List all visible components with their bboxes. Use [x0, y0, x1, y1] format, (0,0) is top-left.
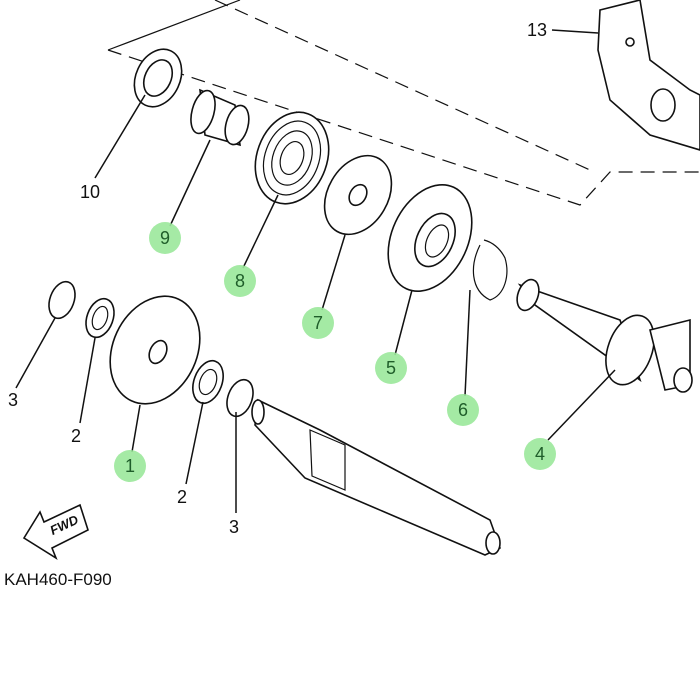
callout-13: 13: [527, 20, 547, 40]
callout-9: 9: [160, 228, 170, 248]
part-13-lever: [597, 0, 700, 151]
part-2-washer-left: [85, 297, 115, 339]
callout-8: 8: [235, 271, 245, 291]
fwd-arrow-icon: FWD: [22, 503, 89, 560]
callout-10: 10: [80, 182, 100, 202]
callout-6: 6: [458, 400, 468, 420]
part-6-clip: [472, 239, 508, 301]
callout-5: 5: [386, 358, 396, 378]
callout-1: 1: [125, 456, 135, 476]
part-3-circlip-right: [226, 378, 254, 418]
highlight-markers: [114, 222, 556, 482]
callout-3-left: 3: [8, 390, 18, 410]
leader-lines: [15, 29, 616, 513]
callout-2-left: 2: [71, 426, 81, 446]
subassembly-outline: [107, 0, 700, 206]
part-5-ratchet: [387, 183, 473, 293]
part-1-gear: [109, 295, 201, 405]
part-3-circlip-left: [48, 280, 76, 320]
callout-3-right: 3: [229, 517, 239, 537]
main-shaft: [251, 398, 501, 556]
callout-4: 4: [535, 444, 545, 464]
part-7-washer: [323, 154, 393, 236]
part-9-collar: [190, 88, 250, 147]
callout-7: 7: [313, 313, 323, 333]
diagram-code: KAH460-F090: [4, 570, 112, 589]
part-4-kick-shaft: [516, 278, 693, 393]
part-10-bearing: [133, 48, 183, 108]
part-2-washer-right: [192, 359, 224, 405]
callout-2-right: 2: [177, 487, 187, 507]
part-8-spring: [254, 111, 330, 205]
